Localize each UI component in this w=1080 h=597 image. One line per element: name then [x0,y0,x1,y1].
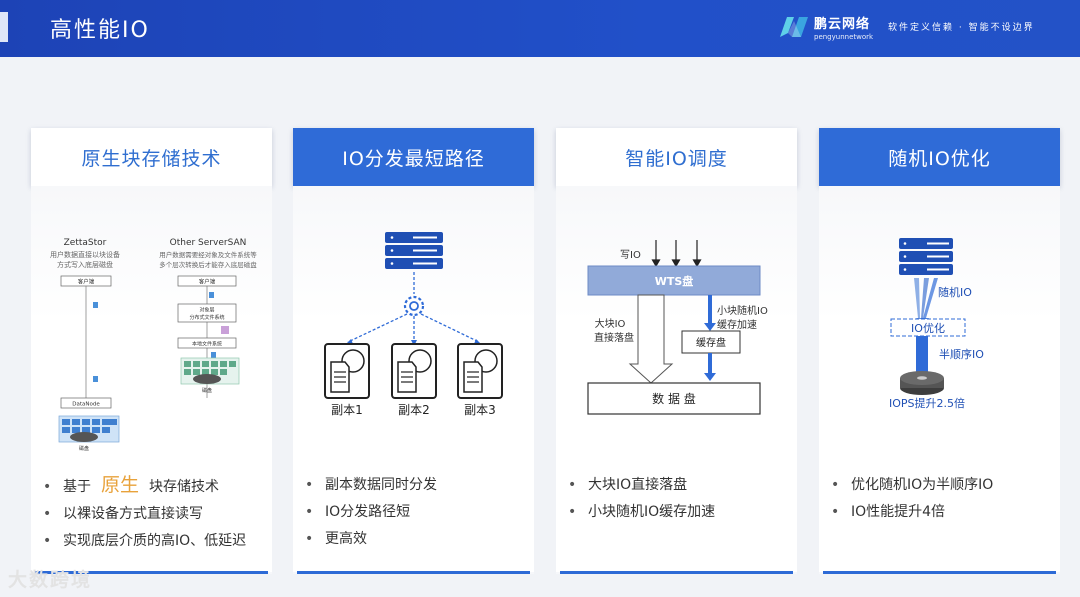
bullet-item: •IO分发路径短 [305,504,411,520]
card-body: 随机IO IO优化 半顺序IO IOPS提升2.5倍 •优化随机IO为半顺序IO… [819,186,1060,572]
serversan-disk-label: 磁盘 [202,387,212,394]
large-io-label-1: 大块IO [595,317,626,330]
disk-icon [900,371,944,395]
document-disk-icon [391,343,437,399]
bullet-item: •以裸设备方式直接读写 [43,506,203,522]
card-random-io-optimization: 随机IO优化 随机IO IO优化 半顺序IO [819,128,1060,574]
card-bottom-line [823,571,1056,574]
header-bar: 高性能IO 鹏云网络 pengyunnetwork 软件定义信赖 · 智能不设边… [0,0,1080,57]
copy-1-label: 副本1 [331,403,363,417]
semi-sequential-io-label: 半顺序IO [939,347,984,361]
bullet-item: •小块随机IO缓存加速 [568,504,716,520]
brand: 鹏云网络 pengyunnetwork [814,13,873,41]
zettastor-disk-grid [62,419,117,433]
card-smart-io-scheduling: 智能IO调度 写IO WTS盘 大块IO 直接落盘 小块随机IO 缓存加速 缓存… [556,128,797,574]
io-distribution-diagram: 副本1 副本2 副本3 [324,232,503,417]
bullet-item: •IO性能提升4倍 [831,504,946,520]
brand-name-en: pengyunnetwork [814,33,874,41]
serversan-local-fs: 本地文件系统 [192,341,222,348]
iops-improvement-label: IOPS提升2.5倍 [889,396,965,410]
zettastor-disk-label: 磁盘 [79,445,89,452]
card-body: ZettaStor 用户数据直接以块设备 方式写入底层磁盘 客户端 DataNo… [31,186,272,572]
serversan-title: Other ServerSAN [170,238,247,248]
io-optimize-label: IO优化 [911,321,945,335]
card-body: 副本1 副本2 副本3 •副本数据同时分发 •IO分发路径短 •更高效 [293,186,534,572]
slogan: 软件定义信赖 · 智能不设边界 [888,23,1035,33]
bullet-item: •副本数据同时分发 [305,477,437,493]
brand-name: 鹏云网络 [814,17,871,32]
data-disk-label: 数 据 盘 [652,391,696,406]
zettastor-client: 客户端 [78,278,95,286]
highlight-native: 原生 [101,474,140,496]
card-bullets: •副本数据同时分发 •IO分发路径短 •更高效 [305,472,437,553]
card-bullets: •大块IO直接落盘 •小块随机IO缓存加速 [568,472,715,526]
zettastor-desc-1: 用户数据直接以块设备 [50,250,120,259]
pengyun-logo-icon [780,17,808,37]
copy-2-label: 副本2 [398,403,430,417]
gear-icon [403,295,425,317]
serversan-dfs: 分布式文件系统 [189,314,224,321]
random-io-diagram: 随机IO IO优化 半顺序IO IOPS提升2.5倍 [889,238,984,410]
card-bottom-line [35,571,268,574]
large-io-label-2: 直接落盘 [594,331,634,344]
card-bullets: •基于原生块存储技术 •以裸设备方式直接读写 •实现底层介质的高IO、低延迟 [43,472,246,555]
serversan-client: 客户端 [199,278,216,286]
card-title: 智能IO调度 [556,128,797,186]
cache-disk-label: 缓存盘 [696,336,726,349]
wts-disk-label: WTS盘 [655,274,694,288]
bullet-item: •更高效 [305,531,367,547]
bullet-item: •基于原生块存储技术 [43,474,220,496]
watermark: 大数跨境 [8,569,93,591]
zettastor-desc-2: 方式写入底层磁盘 [57,260,113,269]
arrow-icon [651,240,702,268]
header-accent [0,12,8,42]
bullet-item: •优化随机IO为半顺序IO [831,477,994,493]
native-vs-serversan-diagram: ZettaStor 用户数据直接以块设备 方式写入底层磁盘 客户端 DataNo… [50,238,257,452]
serversan-desc-1: 用户数据需要经对象及文件系统等 [159,250,257,259]
card-title: 随机IO优化 [819,128,1060,186]
write-io-label: 写IO [620,249,641,261]
card-title: 原生块存储技术 [31,128,272,186]
serversan-desc-2: 多个层次转换后才能存入底层磁盘 [159,260,257,269]
bullet-item: •实现底层介质的高IO、低延迟 [43,533,247,549]
zettastor-datanode: DataNode [72,402,100,408]
small-io-label-2: 缓存加速 [717,318,757,331]
card-title: IO分发最短路径 [293,128,534,186]
copy-3-label: 副本3 [464,403,496,417]
serversan-disk-grid [184,361,236,375]
card-body: 写IO WTS盘 大块IO 直接落盘 小块随机IO 缓存加速 缓存盘 数 据 盘… [556,186,797,572]
zettastor-title: ZettaStor [64,238,107,248]
page-title: 高性能IO [50,18,150,43]
card-bottom-line [297,571,530,574]
card-bottom-line [560,571,793,574]
server-icon [385,232,443,269]
serversan-object-layer: 对象层 [199,307,214,314]
card-io-shortest-path: IO分发最短路径 [293,128,534,574]
small-io-label-1: 小块随机IO [717,304,768,317]
bullet-item: •大块IO直接落盘 [568,477,688,493]
random-io-label: 随机IO [938,285,972,299]
server-icon [899,238,953,275]
card-bullets: •优化随机IO为半顺序IO •IO性能提升4倍 [831,472,993,526]
document-disk-icon [457,343,503,399]
io-scheduling-diagram: 写IO WTS盘 大块IO 直接落盘 小块随机IO 缓存加速 缓存盘 数 据 盘 [587,240,768,415]
card-native-block-storage: 原生块存储技术 ZettaStor 用户数据直接以块设备 方式写入底层磁盘 客户… [31,128,272,574]
document-disk-icon [324,343,370,399]
